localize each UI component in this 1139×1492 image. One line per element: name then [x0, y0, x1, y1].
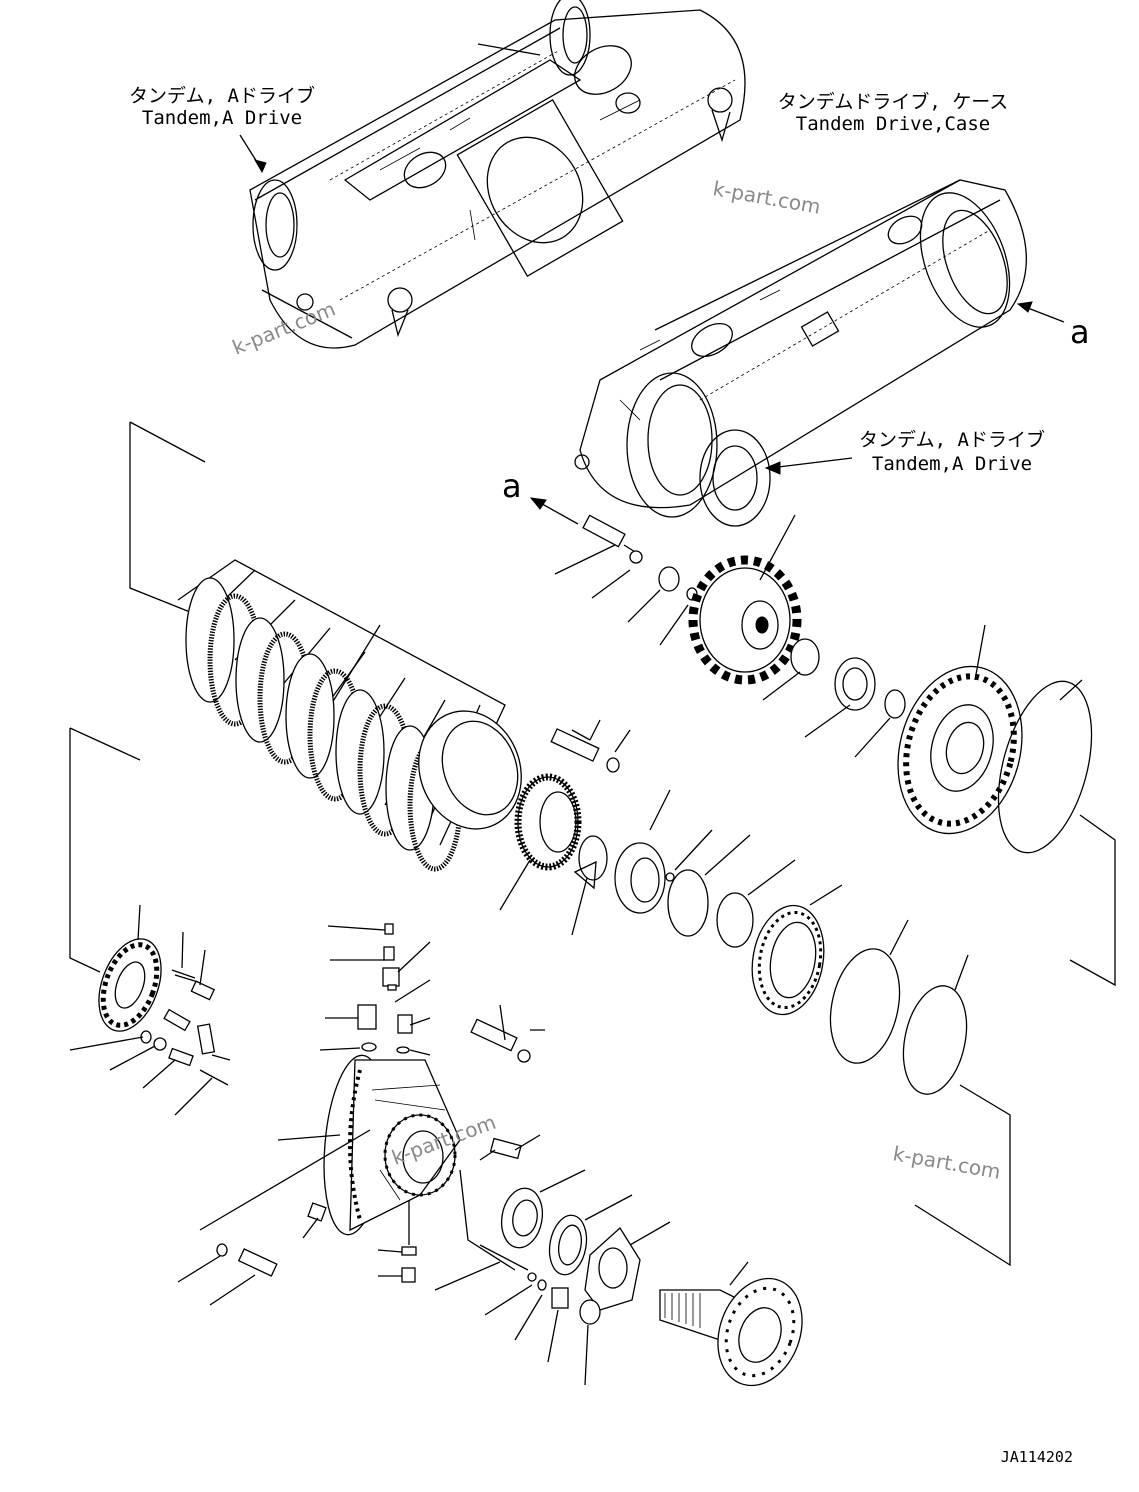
- o-rings-middle: [667, 834, 796, 948]
- o-ring-large: [997, 679, 1116, 987]
- watermark: k-part.com: [229, 297, 339, 360]
- arrowhead: [764, 461, 781, 475]
- bearing-cage-disc: [897, 624, 1023, 835]
- flange-gasket: [584, 1221, 671, 1311]
- callout-a-right: a: [1070, 313, 1090, 351]
- label-tandem-drive-case-en: Tandem Drive,Case: [796, 113, 990, 135]
- label-tandem-drive-case-jp: タンデムドライブ, ケース: [778, 90, 1009, 113]
- seal-ring: [751, 884, 843, 1016]
- bolt-washer-group-upper: [554, 514, 698, 646]
- sprocket-gear: [688, 514, 802, 685]
- small-fittings-top: [319, 923, 431, 1056]
- tandem-drive-case: [574, 179, 1027, 527]
- differential-housing: [277, 1054, 461, 1236]
- bolt-washer-group-lower-left: [177, 1129, 516, 1306]
- planet-carrier-hub: [614, 789, 713, 914]
- arrowhead: [253, 159, 267, 174]
- leader-arrow-tandem-a-right: [769, 457, 853, 469]
- drawing-code: JA114202: [1001, 1448, 1073, 1466]
- o-rings-lower-right: [829, 919, 1011, 1267]
- watermark: k-part.com: [891, 1141, 1002, 1184]
- springs-and-pins: [69, 931, 231, 1116]
- watermark: k-part.com: [711, 176, 822, 219]
- bolt-washer-group-middle: [550, 719, 631, 773]
- label-tandem-a-drive-top-en: Tandem,A Drive: [142, 107, 302, 129]
- output-flange-shaft: [659, 1261, 803, 1387]
- callout-a-left: a: [502, 467, 522, 505]
- leader-line: [477, 43, 541, 56]
- label-tandem-a-drive-top-jp: タンデム, Aドライブ: [129, 84, 315, 107]
- spring-retainer-plate: [69, 727, 162, 1032]
- label-tandem-a-drive-right-jp: タンデム, Aドライブ: [859, 428, 1045, 451]
- snap-ring: [571, 835, 608, 936]
- tandem-case-upper: [249, 0, 746, 349]
- arrowhead: [529, 497, 547, 510]
- ring-gear: [499, 773, 582, 911]
- bearing-set: [762, 638, 906, 758]
- label-tandem-a-drive-right-en: Tandem,A Drive: [872, 453, 1032, 475]
- seal-ring-small: [548, 1194, 633, 1276]
- oil-seal: [500, 1169, 586, 1249]
- bolt-washer-group-right-of-housing: [470, 1004, 545, 1161]
- arrowhead: [1016, 301, 1033, 313]
- clutch-plate-stack: [129, 421, 522, 872]
- drain-plug-and-pin: [434, 1244, 601, 1386]
